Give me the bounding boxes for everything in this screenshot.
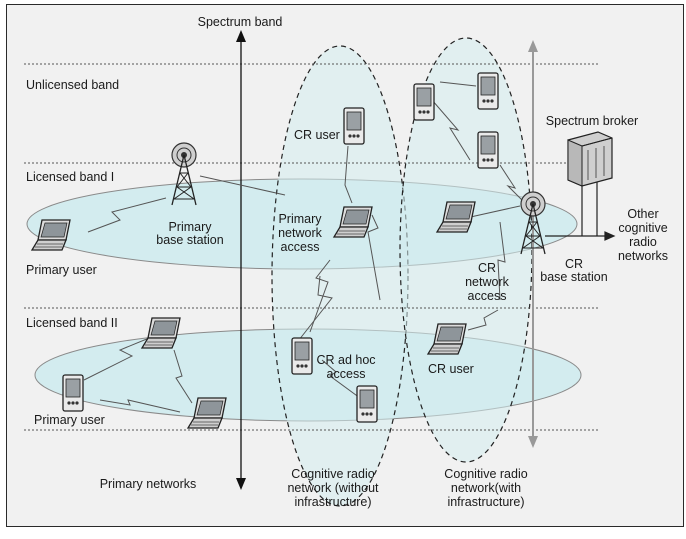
server-rack-icon: [567, 131, 613, 187]
primary-user-top-label: Primary user: [26, 263, 97, 277]
cr-user-right-label: CR user: [428, 362, 474, 376]
crn-with-line1: Cognitive radio: [444, 467, 527, 481]
network-regions: [26, 37, 582, 507]
other-networks-line2: cognitive: [618, 221, 667, 235]
other-networks-line1: Other: [627, 207, 658, 221]
spectrum-broker-label: Spectrum broker: [546, 114, 638, 128]
cr-ad-hoc-access-line2: access: [327, 367, 366, 381]
primary-networks-label: Primary networks: [100, 477, 197, 491]
primary-base-station-label-line2: base station: [156, 233, 223, 247]
cr-base-station-line2: base station: [540, 270, 607, 284]
cr-user-pda-3-icon: [477, 72, 499, 110]
crn-without-infrastructure-ellipse: [271, 45, 409, 507]
radio-links: [83, 81, 523, 413]
cr-user-pda-2-icon: [413, 83, 435, 121]
primary-network-access-line3: access: [281, 240, 320, 254]
crn-without-line2: network (without: [287, 481, 379, 495]
primary-user-pda-icon: [62, 374, 84, 412]
spectrum-band-title: Spectrum band: [198, 15, 283, 29]
other-networks-line4: networks: [618, 249, 668, 263]
primary-base-station-label-line1: Primary: [168, 220, 212, 234]
spectrum-axis: [236, 30, 246, 490]
primary-user-laptop-2-icon: [141, 317, 181, 349]
band-boundaries: [24, 63, 600, 431]
primary-user-bottom-label: Primary user: [34, 413, 105, 427]
cr-user-pda-4-icon: [477, 131, 499, 169]
crn-without-line3: infrastructure): [294, 495, 371, 509]
cr-base-station-line1: CR: [565, 257, 583, 271]
cr-ad-hoc-pda-2-icon: [356, 385, 378, 423]
other-networks-line3: radio: [629, 235, 657, 249]
crn-with-line3: infrastructure): [447, 495, 524, 509]
cr-user-pda-icon: [343, 107, 365, 145]
cr-ad-hoc-access-line1: CR ad hoc: [316, 353, 375, 367]
licensed-band-2-label: Licensed band II: [26, 316, 118, 330]
cr-network-access-line1: CR: [478, 261, 496, 275]
primary-network-access-line2: network: [278, 226, 323, 240]
cr-network-access-line2: network: [465, 275, 510, 289]
primary-network-access-line1: Primary: [278, 212, 322, 226]
cr-network-access-line3: access: [468, 289, 507, 303]
crn-with-line2: network(with: [451, 481, 521, 495]
cr-user-top-label: CR user: [294, 128, 340, 142]
broker-links: [545, 182, 616, 241]
crn-without-line1: Cognitive radio: [291, 467, 374, 481]
unlicensed-band-label: Unlicensed band: [26, 78, 119, 92]
licensed-band-1-label: Licensed band I: [26, 170, 114, 184]
cr-base-station-axis: [528, 40, 538, 448]
cr-ad-hoc-pda-icon: [291, 337, 313, 375]
